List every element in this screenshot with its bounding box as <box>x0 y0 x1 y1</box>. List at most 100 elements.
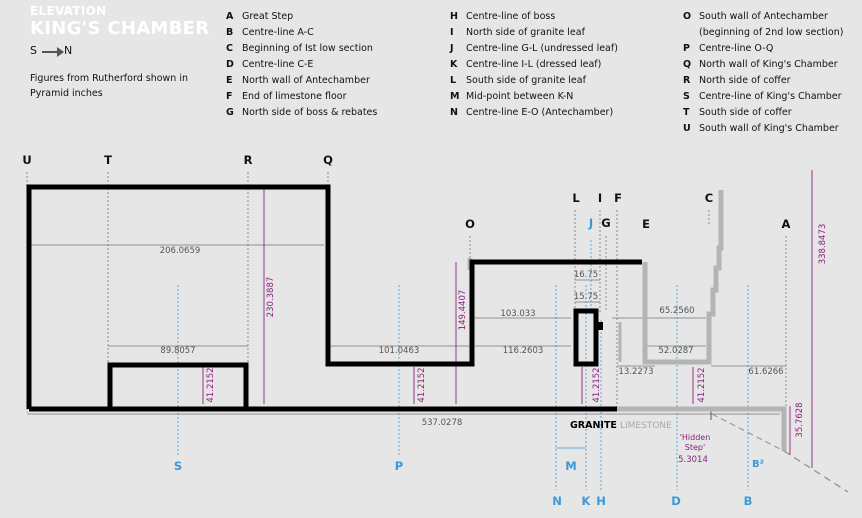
centreline-label-p: P <box>395 459 403 473</box>
legend-text: End of limestone floor <box>242 91 347 102</box>
granite-label: GRANITE <box>570 420 617 431</box>
legend-key: C <box>226 43 233 54</box>
legend-text: South side of granite leaf <box>466 75 586 86</box>
legend-item: (beginning of 2nd low section) <box>683 25 843 41</box>
dimension-label: 13.2273 <box>618 367 653 377</box>
hidden-step-value: 5.3014 <box>678 455 708 465</box>
dimension-label: 16.75 <box>574 270 598 280</box>
legend-text: North wall of Antechamber <box>242 75 370 86</box>
point-label-l: L <box>572 191 580 205</box>
legend-item: P Centre-line O-Q <box>683 41 843 57</box>
legend-key: U <box>683 123 691 134</box>
legend-text: Centre-line O-Q <box>699 43 774 54</box>
legend-text: Mid-point between K-N <box>466 91 574 102</box>
legend-key: F <box>226 91 233 102</box>
dimension-label: 206.0659 <box>160 246 201 256</box>
legend-text: Centre-line C-E <box>242 59 314 70</box>
centreline-label-d: D <box>671 494 681 508</box>
legend-item: A Great Step <box>226 9 377 25</box>
legend-text: Centre-line of King's Chamber <box>699 91 842 102</box>
dimension-label: 65.2560 <box>659 306 694 316</box>
coffer <box>107 362 249 409</box>
dimension-label: 89.8057 <box>160 346 195 356</box>
centreline-label-k: K <box>582 494 592 508</box>
legend-key: S <box>683 91 690 102</box>
legend-item: E North wall of Antechamber <box>226 73 377 89</box>
legend-column-1: A Great Step B Centre-line A-C C Beginning … <box>226 9 377 121</box>
legend-key: B <box>226 27 234 38</box>
legend-item: U South wall of King's Chamber <box>683 121 843 137</box>
dimension-label: 41.2152 <box>206 367 216 402</box>
legend-key: H <box>450 11 458 22</box>
legend-text: South wall of Antechamber <box>699 11 828 22</box>
height-dimension-lines <box>202 170 813 468</box>
dimension-label: 338.8473 <box>818 224 828 265</box>
legend-item: M Mid-point between K-N <box>450 89 618 105</box>
point-label-u: U <box>22 153 31 167</box>
legend-key: M <box>450 91 460 102</box>
legend-key: T <box>683 107 690 118</box>
guide-lines <box>26 172 787 490</box>
granite-structure <box>26 184 642 412</box>
legend-text: Centre-line A-C <box>242 27 314 38</box>
legend-text: (beginning of 2nd low section) <box>699 27 844 38</box>
legend-column-3: O South wall of Antechamber (beginning of… <box>683 9 843 137</box>
legend-text: South wall of King's Chamber <box>699 123 839 134</box>
hidden-step-label-2: Step' <box>685 443 705 452</box>
dimension-lines <box>27 244 786 449</box>
hidden-step-line <box>711 413 785 452</box>
direction-south: S <box>30 44 37 57</box>
kings-chamber-outline <box>26 184 642 409</box>
legend-key: K <box>450 59 458 70</box>
legend-key: A <box>226 11 234 22</box>
centreline-label-n: N <box>552 494 562 508</box>
limestone-floor <box>617 406 787 451</box>
point-label-e: E <box>642 217 650 231</box>
antechamber-north-wall <box>642 190 724 365</box>
point-label-o: O <box>465 217 475 231</box>
hidden-step-label-1: 'Hidden <box>680 433 711 442</box>
point-label-q: Q <box>323 153 333 167</box>
dimension-label: 61.6266 <box>748 367 783 377</box>
legend-text: Centre-line G-L (undressed leaf) <box>466 43 618 54</box>
point-label-t: T <box>104 153 112 167</box>
legend-key: E <box>226 75 233 86</box>
legend-key: P <box>683 43 690 54</box>
centreline-label-s: S <box>174 459 182 473</box>
limestone-structure <box>467 190 787 451</box>
legend-text: North side of coffer <box>699 75 791 86</box>
boss <box>598 322 603 330</box>
legend-text: Great Step <box>242 11 294 22</box>
legend-item: F End of limestone floor <box>226 89 377 105</box>
legend-text: Beginning of Ist low section <box>242 43 373 54</box>
legend-text: Centre-line of boss <box>466 11 556 22</box>
point-label-g: G <box>601 216 610 230</box>
title-line-2: KING'S CHAMBER <box>30 18 210 39</box>
dimension-label: 149.4407 <box>458 290 468 331</box>
point-label-a: A <box>782 217 791 231</box>
title-line-1: ELEVATION <box>30 4 107 18</box>
legend-text: North side of boss & rebates <box>242 107 378 118</box>
legend-key: O <box>683 11 692 22</box>
dimension-label: 101.0463 <box>379 346 420 356</box>
legend-key: I <box>450 27 454 38</box>
dimension-label: 15.75 <box>574 292 598 302</box>
legend-key: Q <box>683 59 692 70</box>
legend-item: C Beginning of Ist low section <box>226 41 377 57</box>
point-label-f: F <box>614 191 622 205</box>
granite-leaf <box>573 308 599 367</box>
label-b2: B² <box>752 459 764 470</box>
